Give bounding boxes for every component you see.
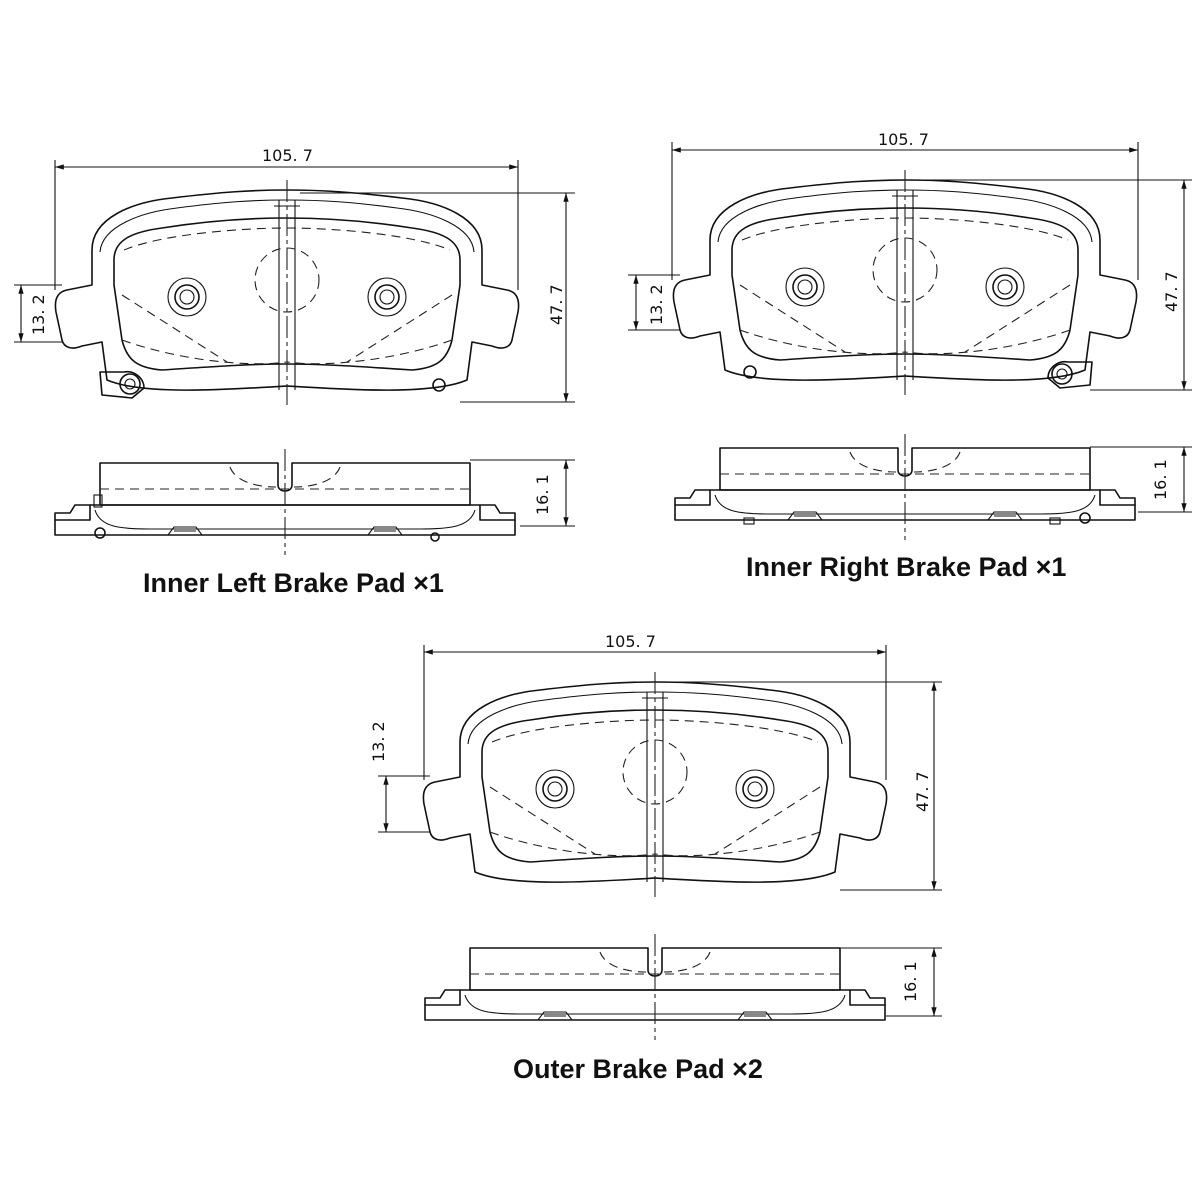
inner-right-face-view: [672, 169, 1138, 396]
outer-thickness-label: 16. 1: [901, 961, 920, 1002]
inner-right-side-view: [674, 433, 1136, 541]
inner-left-tab-label: 13. 2: [29, 294, 48, 335]
inner-right-width-dimension: 105. 7: [671, 130, 1139, 280]
outer-width-dimension: 105. 7: [423, 632, 887, 780]
outer-tab-label: 13. 2: [369, 721, 388, 762]
inner-left-face-view: [54, 179, 520, 406]
outer-face-view: [422, 671, 888, 898]
outer-caption: Outer Brake Pad ×2: [513, 1054, 763, 1084]
outer-width-label: 105. 7: [605, 632, 656, 651]
inner-right-width-label: 105. 7: [878, 130, 929, 149]
inner-left-width-label: 105. 7: [262, 146, 313, 165]
inner-right-thickness-dimension: 16. 1: [1090, 446, 1192, 513]
inner-left-height-dimension: 47. 7: [300, 192, 575, 403]
inner-right-pad: 105. 7 47. 7 13. 2 16. 1 Inner Right Bra…: [628, 130, 1192, 582]
inner-right-height-dimension: 47. 7: [910, 179, 1192, 391]
inner-left-thickness-dimension: 16. 1: [470, 459, 575, 527]
outer-pad: 105. 7 47. 7 13. 2 16. 1 Outer Brake Pad…: [369, 632, 942, 1084]
inner-left-caption: Inner Left Brake Pad ×1: [143, 568, 444, 598]
inner-left-tab-dimension: 13. 2: [14, 284, 62, 343]
inner-left-height-label: 47. 7: [547, 284, 566, 325]
inner-left-side-view: [54, 448, 516, 556]
outer-side-view: [424, 933, 886, 1041]
outer-height-label: 47. 7: [913, 771, 932, 812]
inner-right-tab-label: 13. 2: [647, 284, 666, 325]
outer-tab-dimension: 13. 2: [369, 721, 430, 833]
inner-left-width-dimension: 105. 7: [54, 146, 519, 290]
inner-right-thickness-label: 16. 1: [1151, 459, 1170, 500]
outer-height-dimension: 47. 7: [660, 681, 942, 891]
inner-right-height-label: 47. 7: [1162, 271, 1181, 312]
inner-left-pad: 105. 7 47. 7 13. 2 16. 1 Inner Left Brak…: [14, 146, 575, 598]
inner-right-tab-dimension: 13. 2: [628, 274, 680, 331]
inner-left-thickness-label: 16. 1: [533, 474, 552, 515]
outer-thickness-dimension: 16. 1: [840, 947, 942, 1017]
inner-right-caption: Inner Right Brake Pad ×1: [746, 552, 1066, 582]
